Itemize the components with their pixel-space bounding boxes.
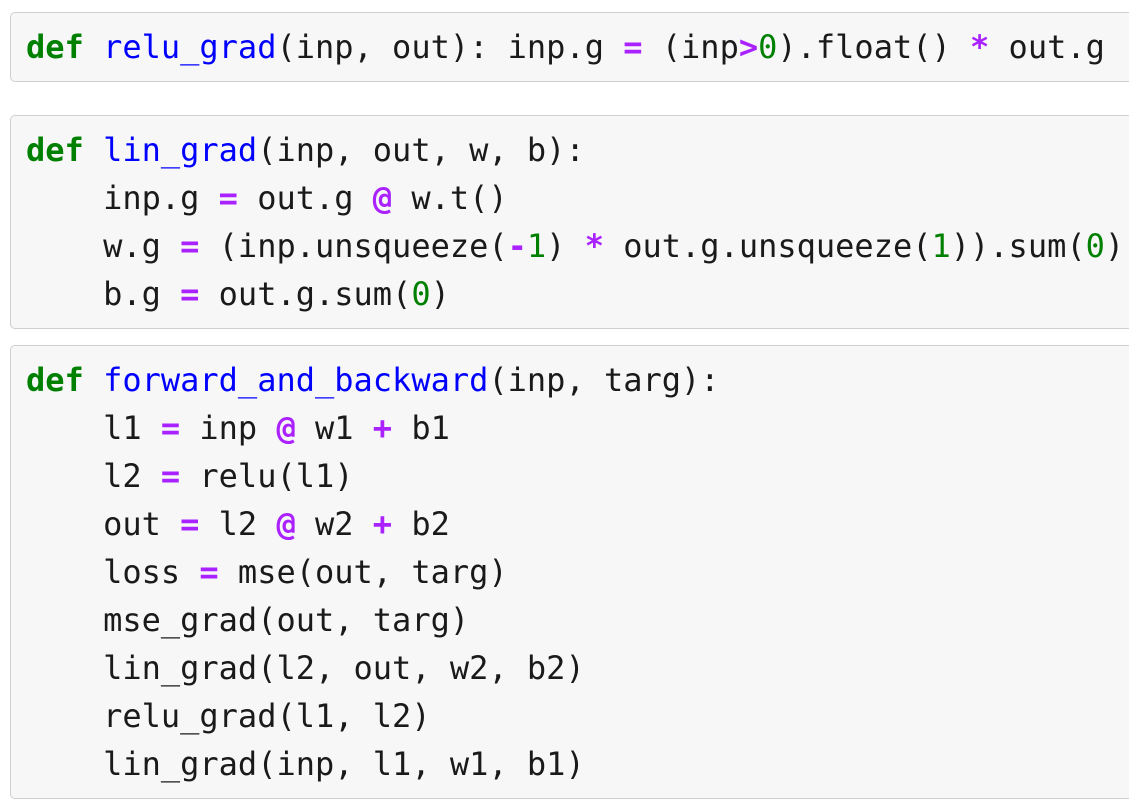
code-token-op: = bbox=[199, 553, 219, 591]
code-line: out = l2 @ w2 + b2 bbox=[11, 500, 1129, 548]
code-token-fn: forward_and_backward bbox=[103, 361, 489, 399]
code-token-plain: ) bbox=[430, 275, 450, 313]
code-token-plain: out.g bbox=[989, 28, 1105, 66]
code-line: inp.g = out.g @ w.t() bbox=[11, 174, 1129, 222]
code-token-op: - bbox=[507, 227, 527, 265]
code-token-op: @ bbox=[276, 505, 296, 543]
code-token-plain: relu_grad(l1, l2) bbox=[26, 697, 431, 735]
code-token-plain: inp.g bbox=[26, 179, 219, 217]
code-token-plain: l1 bbox=[26, 409, 161, 447]
code-token-plain: out bbox=[26, 505, 181, 543]
code-line: l2 = relu(l1) bbox=[11, 452, 1129, 500]
code-token-plain bbox=[84, 28, 103, 66]
code-token-num: 1 bbox=[526, 227, 547, 265]
code-token-op: = bbox=[160, 457, 181, 495]
code-token-plain: relu(l1) bbox=[180, 457, 354, 495]
code-token-num: 1 bbox=[931, 227, 951, 265]
code-block-forward-and-backward[interactable]: def forward_and_backward(inp, targ): l1 … bbox=[10, 345, 1129, 799]
code-line: mse_grad(out, targ) bbox=[11, 596, 1129, 644]
code-token-plain: inp bbox=[180, 409, 277, 447]
code-token-kw: def bbox=[26, 28, 84, 66]
code-token-plain: (inp.unsqueeze( bbox=[199, 227, 508, 265]
code-token-op: = bbox=[218, 179, 238, 217]
code-line: lin_grad(l2, out, w2, b2) bbox=[11, 644, 1129, 692]
code-block-lin-grad[interactable]: def lin_grad(inp, out, w, b): inp.g = ou… bbox=[10, 115, 1129, 329]
code-line: def relu_grad(inp, out): inp.g = (inp>0)… bbox=[11, 23, 1129, 71]
code-token-plain: loss bbox=[26, 553, 200, 591]
code-token-plain: l2 bbox=[199, 505, 277, 543]
code-token-plain bbox=[84, 131, 103, 169]
code-token-plain: w.g bbox=[26, 227, 181, 265]
code-token-plain: lin_grad(inp, l1, w1, b1) bbox=[26, 745, 585, 783]
code-token-plain: mse(out, targ) bbox=[218, 553, 508, 591]
code-token-plain: out.g bbox=[237, 179, 373, 217]
code-token-plain: b.g bbox=[26, 275, 181, 313]
code-token-kw: def bbox=[26, 361, 84, 399]
code-token-plain: (inp, out, w, b): bbox=[257, 131, 585, 169]
code-line: loss = mse(out, targ) bbox=[11, 548, 1129, 596]
code-token-op: = bbox=[160, 409, 181, 447]
code-token-num: 0 bbox=[1085, 227, 1105, 265]
code-token-plain: )).sum( bbox=[950, 227, 1086, 265]
code-token-op: = bbox=[623, 28, 643, 66]
code-token-kw: def bbox=[26, 131, 84, 169]
code-token-plain: ) bbox=[1104, 227, 1125, 265]
code-token-fn: lin_grad bbox=[103, 131, 258, 169]
code-token-plain: w.t() bbox=[392, 179, 508, 217]
code-token-op: @ bbox=[276, 409, 296, 447]
code-block-relu-grad[interactable]: def relu_grad(inp, out): inp.g = (inp>0)… bbox=[10, 12, 1129, 82]
code-line: w.g = (inp.unsqueeze(-1) * out.g.unsquee… bbox=[11, 222, 1129, 270]
code-token-num: 0 bbox=[411, 275, 431, 313]
code-token-plain: (inp, out): inp.g bbox=[276, 28, 624, 66]
code-token-fn: relu_grad bbox=[103, 28, 277, 66]
code-token-plain: out.g.unsqueeze( bbox=[603, 227, 932, 265]
code-token-plain: (inp, targ): bbox=[488, 361, 720, 399]
code-line: def forward_and_backward(inp, targ): bbox=[11, 356, 1129, 404]
code-line: def lin_grad(inp, out, w, b): bbox=[11, 126, 1129, 174]
code-line: l1 = inp @ w1 + b1 bbox=[11, 404, 1129, 452]
code-token-plain: lin_grad(l2, out, w2, b2) bbox=[26, 649, 585, 687]
code-token-plain: w2 bbox=[295, 505, 373, 543]
code-token-op: > bbox=[738, 28, 759, 66]
code-token-plain bbox=[84, 361, 103, 399]
code-token-plain: b2 bbox=[392, 505, 450, 543]
code-token-num: 0 bbox=[758, 28, 778, 66]
code-token-plain: ).float() bbox=[777, 28, 971, 66]
code-token-op: @ bbox=[372, 179, 393, 217]
page-root: def relu_grad(inp, out): inp.g = (inp>0)… bbox=[10, 12, 1129, 799]
code-token-plain: b1 bbox=[392, 409, 450, 447]
code-token-op: = bbox=[180, 227, 200, 265]
code-token-op: = bbox=[180, 275, 200, 313]
code-line: lin_grad(inp, l1, w1, b1) bbox=[11, 740, 1129, 788]
code-token-plain: ) bbox=[546, 227, 585, 265]
code-line: relu_grad(l1, l2) bbox=[11, 692, 1129, 740]
code-token-plain: (inp bbox=[642, 28, 739, 66]
code-token-op: * bbox=[584, 227, 604, 265]
code-line: b.g = out.g.sum(0) bbox=[11, 270, 1129, 318]
code-token-op: * bbox=[970, 28, 990, 66]
code-token-plain: w1 bbox=[295, 409, 373, 447]
code-token-op: + bbox=[372, 505, 393, 543]
code-token-op: = bbox=[180, 505, 200, 543]
code-token-plain: mse_grad(out, targ) bbox=[26, 601, 470, 639]
code-token-plain: l2 bbox=[26, 457, 161, 495]
code-token-op: + bbox=[372, 409, 393, 447]
code-token-plain: out.g.sum( bbox=[199, 275, 412, 313]
